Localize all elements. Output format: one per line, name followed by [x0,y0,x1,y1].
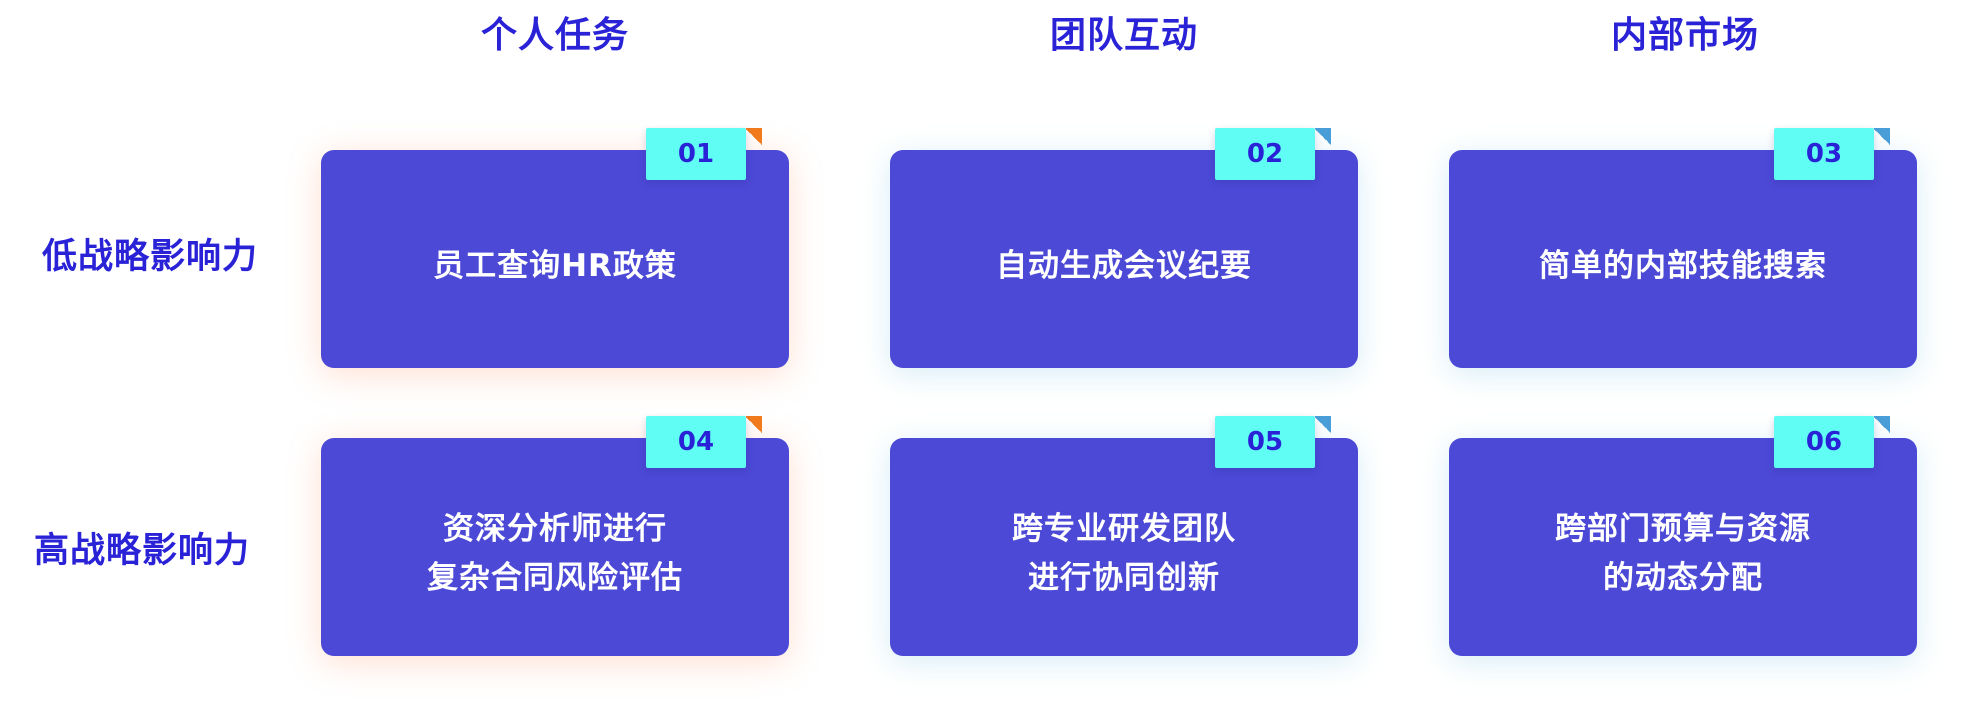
card-number-badge: 02 [1215,128,1315,180]
tab-fold-corner [746,128,762,146]
card-01: 01 员工查询HR政策 [321,128,789,368]
card-number-badge: 03 [1774,128,1874,180]
card-text: 简单的内部技能搜索 [1539,247,1827,284]
tab-fold-corner [1874,416,1890,434]
card-text: 跨部门预算与资源 的动态分配 [1555,511,1811,596]
card-number-badge: 04 [646,416,746,468]
tab-fold-corner [746,416,762,434]
card-02: 02 自动生成会议纪要 [890,128,1358,368]
card-03: 03 简单的内部技能搜索 [1449,128,1917,368]
column-header-team-interaction: 团队互动 [1049,15,1198,56]
row-label-high-impact: 高战略影响力 [34,531,251,571]
card-number-badge: 01 [646,128,746,180]
card-text: 自动生成会议纪要 [996,247,1252,284]
tab-fold-corner [1874,128,1890,146]
card-04: 04 资深分析师进行 复杂合同风险评估 [321,416,789,656]
card-text: 跨专业研发团队 进行协同创新 [1012,511,1236,596]
card-number-badge: 05 [1215,416,1315,468]
card-06: 06 跨部门预算与资源 的动态分配 [1449,416,1917,656]
card-05: 05 跨专业研发团队 进行协同创新 [890,416,1358,656]
card-text: 资深分析师进行 复杂合同风险评估 [427,511,683,596]
tab-fold-corner [1315,128,1331,146]
column-header-internal-market: 内部市场 [1610,15,1759,56]
tab-fold-corner [1315,416,1331,434]
row-label-low-impact: 低战略影响力 [42,237,259,277]
card-number-badge: 06 [1774,416,1874,468]
card-text: 员工查询HR政策 [433,247,677,284]
column-header-personal-tasks: 个人任务 [480,15,629,56]
